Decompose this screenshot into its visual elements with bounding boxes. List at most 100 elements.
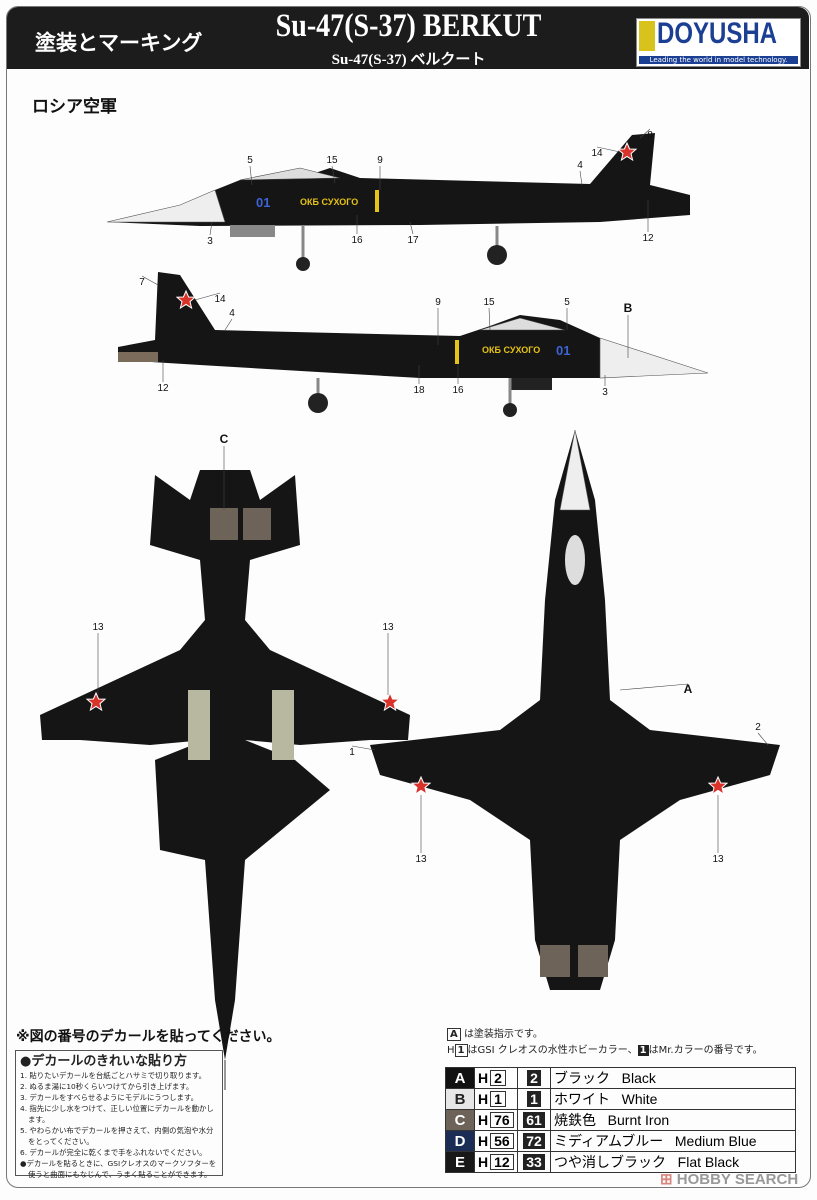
- legend-text: は塗装指示です。: [463, 1029, 543, 1040]
- legend-box: A: [447, 1028, 461, 1041]
- callout-leader: [224, 318, 233, 331]
- hobby-color-number: 76: [490, 1112, 514, 1128]
- hobby-color-number: 1: [490, 1091, 506, 1107]
- color-name-jp: 焼鉄色: [554, 1112, 596, 1128]
- legend-box: 1: [454, 1044, 468, 1057]
- fuselage-text: ОКБ СУХОГО: [300, 197, 358, 207]
- callout-number: 2: [755, 722, 761, 733]
- color-key: D: [445, 1130, 475, 1152]
- callout-leader: [579, 170, 583, 186]
- fuselage-text-2: ОКБ СУХОГО: [482, 345, 540, 355]
- callout-leader: [488, 307, 491, 331]
- callout-number: 1: [349, 747, 355, 758]
- callout-number: 13: [415, 854, 427, 865]
- color-name-en: Flat Black: [677, 1154, 740, 1170]
- page-subtitle: Su-47(S-37) ベルクート: [331, 52, 486, 68]
- bottom-view: [370, 429, 780, 990]
- callout-number: 14: [214, 294, 226, 305]
- callout-number: 14: [591, 148, 603, 159]
- callout-leader: [596, 146, 621, 153]
- howto-step: 3. デカールをすべらせるようにモデルにうつします。: [20, 1093, 198, 1102]
- bort-number: 01: [256, 195, 270, 210]
- mr-color-number: 33: [523, 1154, 545, 1170]
- mr-color-number: 2: [527, 1070, 541, 1086]
- callout-number: 16: [452, 385, 464, 396]
- callout-number: 16: [351, 235, 363, 246]
- callout-leader: [331, 165, 336, 184]
- color-name-en: Burnt Iron: [607, 1112, 670, 1128]
- page-title: Su-47(S-37) BERKUT: [275, 8, 542, 44]
- section-title: ロシア空軍: [32, 97, 117, 117]
- callout-number: 4: [577, 160, 583, 171]
- hobby-search-watermark: ⊞ HOBBY SEARCH: [660, 1171, 799, 1188]
- howto-step: 1. 貼りたいデカールを台紙ごとハサミで切り取ります。: [20, 1071, 207, 1080]
- hobby-color-number: 56: [490, 1133, 514, 1149]
- doyusha-logo: DOYUSHA Leading the world in model techn…: [636, 17, 801, 67]
- mr-color-code: 72: [517, 1130, 551, 1152]
- color-name: ホワイト White: [550, 1088, 796, 1110]
- callout-leader: [351, 745, 376, 751]
- color-name: ブラック Black: [550, 1067, 796, 1089]
- color-name-en: Medium Blue: [674, 1133, 757, 1149]
- callout-number: C: [220, 432, 229, 446]
- color-name: つや消しブラック Flat Black: [550, 1151, 796, 1173]
- color-key: E: [445, 1151, 475, 1173]
- mr-color-number: 1: [527, 1091, 541, 1107]
- callout-leader: [209, 221, 213, 236]
- howto-title: ●デカールのきれいな貼り方: [20, 1054, 187, 1069]
- watermark-text: HOBBY SEARCH: [676, 1171, 799, 1188]
- hobby-color-number: 2: [490, 1070, 506, 1086]
- color-name-en: Black: [621, 1070, 656, 1086]
- callout-leader: [194, 292, 221, 301]
- callout-leader: [757, 732, 769, 746]
- callout-number: 4: [229, 308, 235, 319]
- callout-number: 3: [207, 236, 213, 247]
- callout-leader: [619, 683, 689, 691]
- callout-number: 18: [413, 385, 425, 396]
- color-name-jp: ホワイト: [554, 1091, 610, 1107]
- color-key: A: [445, 1067, 475, 1089]
- callout-number: 15: [483, 297, 495, 308]
- callout-leader: [141, 275, 159, 286]
- side-view-right: ОКБ СУХОГО 01: [118, 272, 709, 417]
- legend-black-box: 1: [637, 1045, 649, 1056]
- callout-leader: [409, 221, 414, 235]
- callout-number: 9: [377, 155, 383, 166]
- callout-number: 15: [326, 155, 338, 166]
- mr-color-number: 61: [523, 1112, 545, 1128]
- callout-number: 3: [602, 387, 608, 398]
- logo-name: DOYUSHA: [657, 17, 778, 50]
- bort-number-2: 01: [556, 343, 570, 358]
- callout-number: 9: [435, 297, 441, 308]
- callout-number: A: [684, 682, 693, 696]
- side-view-left: ОКБ СУХОГО 01: [106, 133, 690, 271]
- callout-number: B: [624, 301, 633, 315]
- decal-howto-box: ●デカールのきれいな貼り方 1. 貼りたいデカールを台紙ごとハサミで切り取ります…: [15, 1050, 223, 1179]
- color-name: 焼鉄色 Burnt Iron: [550, 1109, 796, 1131]
- color-name: ミディアムブルー Medium Blue: [550, 1130, 796, 1152]
- top-view: [40, 470, 410, 1090]
- mr-color-code: 1: [517, 1088, 551, 1110]
- logo-mark: [639, 21, 655, 51]
- color-key: B: [445, 1088, 475, 1110]
- callout-number: 5: [564, 297, 570, 308]
- color-name-jp: ブラック: [554, 1070, 610, 1086]
- callout-number: 5: [247, 155, 253, 166]
- callout-number: 17: [407, 235, 419, 246]
- legend-text: はMr.カラーの番号です。: [648, 1045, 763, 1056]
- mr-color-number: 72: [523, 1133, 545, 1149]
- section-label: 塗装とマーキング: [35, 31, 203, 55]
